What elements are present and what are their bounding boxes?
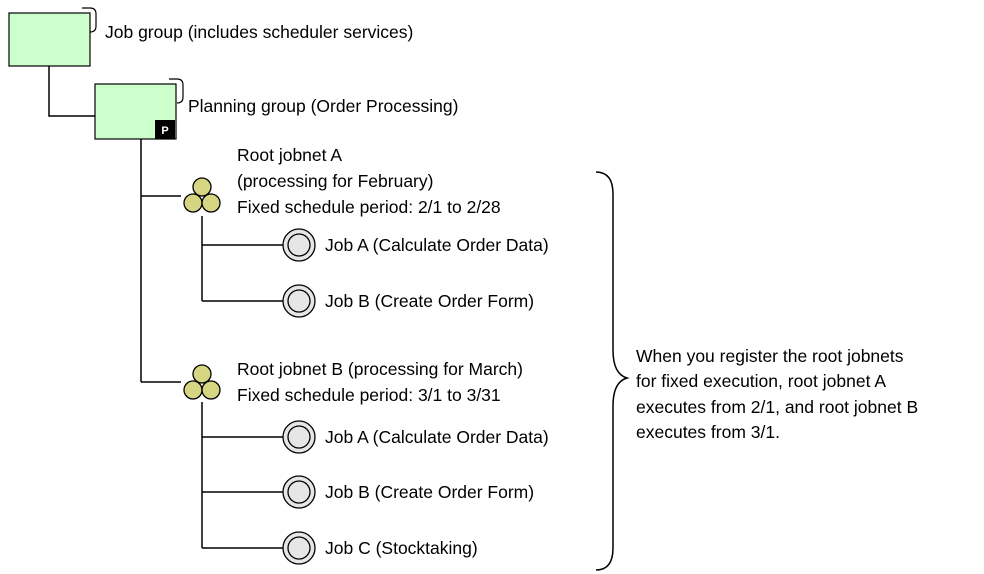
root-jobnet-b-title: Root jobnet B (processing for March) [237,359,523,379]
jobnet-b-job-a[interactable]: Job A (Calculate Order Data) [282,420,549,454]
jobnet-a-job-b[interactable]: Job B (Create Order Form) [282,284,534,318]
jobnet-b-job-c[interactable]: Job C (Stocktaking) [282,531,478,565]
tree-connectors [48,66,283,549]
execution-note: When you register the root jobnets for f… [636,346,918,442]
root-jobnet-a-schedule: Fixed schedule period: 2/1 to 2/28 [237,197,501,217]
root-jobnet-b-node[interactable]: Root jobnet B (processing for March) Fix… [183,359,523,405]
job-icon [282,475,316,509]
note-line-4: executes from 3/1. [636,422,780,442]
planning-group-label: Planning group (Order Processing) [188,96,458,116]
jobnet-a-job-a-label: Job A (Calculate Order Data) [325,235,549,255]
jobnet-b-job-a-label: Job A (Calculate Order Data) [325,427,549,447]
job-icon [282,228,316,262]
jobnet-icon [183,177,221,213]
jobnet-b-job-b[interactable]: Job B (Create Order Form) [282,475,534,509]
root-jobnet-a-node[interactable]: Root jobnet A (processing for February) … [183,145,501,217]
job-icon [282,420,316,454]
jobnet-icon [183,364,221,400]
job-group-node[interactable]: Job group (includes scheduler services) [8,7,413,67]
root-jobnet-b-schedule: Fixed schedule period: 3/1 to 3/31 [237,385,501,405]
root-jobnet-a-subtitle: (processing for February) [237,171,433,191]
jobnet-b-job-b-label: Job B (Create Order Form) [325,482,534,502]
job-icon [282,531,316,565]
jobnet-a-job-a[interactable]: Job A (Calculate Order Data) [282,228,549,262]
planning-group-node[interactable]: P Planning group (Order Processing) [94,78,458,140]
connector-jobgroup-to-planning [48,66,95,117]
job-group-label: Job group (includes scheduler services) [105,22,413,42]
job-group-icon [8,7,97,67]
root-jobnet-a-title: Root jobnet A [237,145,342,165]
planning-badge-icon: P [155,120,175,139]
jobnet-b-job-c-label: Job C (Stocktaking) [325,538,478,558]
jobnet-a-job-b-label: Job B (Create Order Form) [325,291,534,311]
note-line-2: for fixed execution, root jobnet A [636,371,886,391]
job-icon [282,284,316,318]
planning-badge-label: P [161,125,168,137]
note-line-1: When you register the root jobnets [636,346,904,366]
curly-brace-icon [595,171,630,571]
note-line-3: executes from 2/1, and root jobnet B [636,397,918,417]
